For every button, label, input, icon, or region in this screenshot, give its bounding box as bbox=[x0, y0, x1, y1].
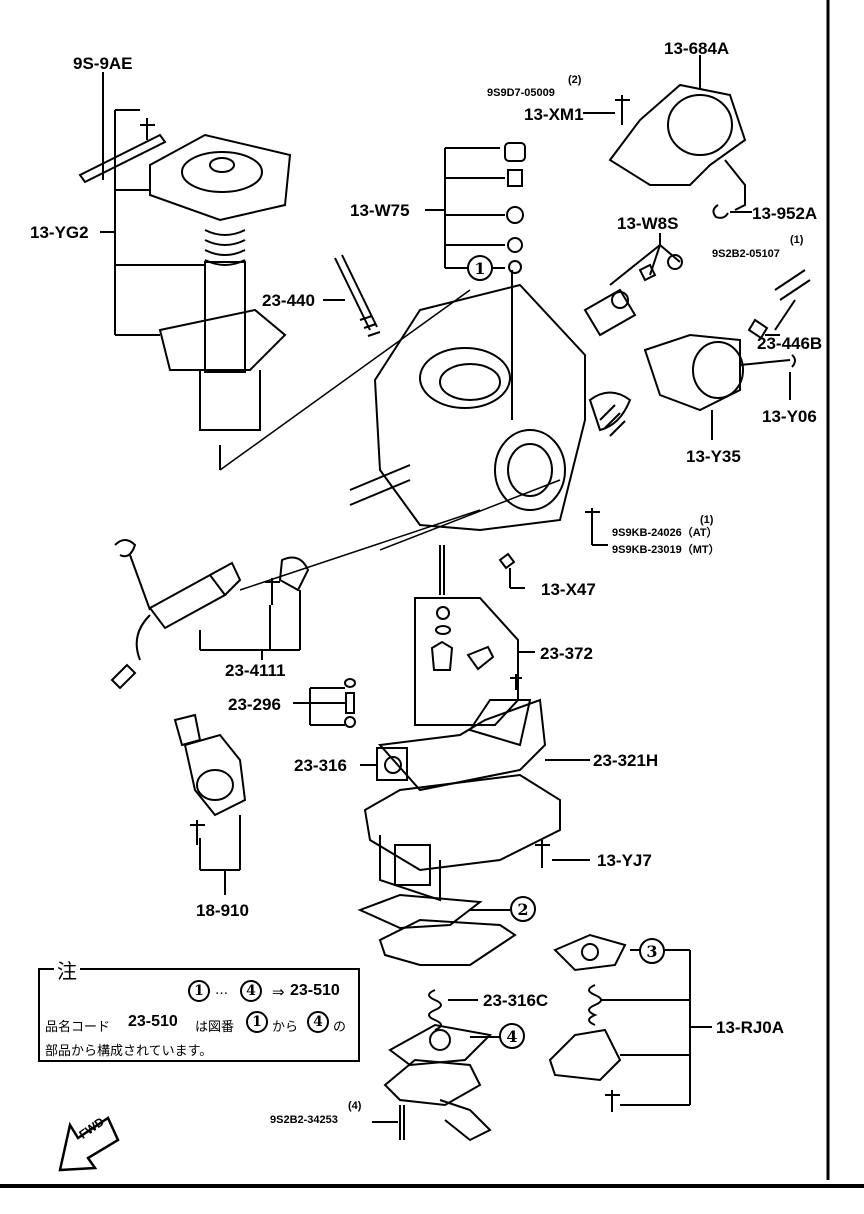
screw-9s9ae bbox=[140, 118, 155, 140]
note-circle-1: 1 bbox=[188, 980, 210, 1002]
label-13-952a: 13-952A bbox=[752, 204, 818, 223]
note-line2-d: の bbox=[333, 1020, 347, 1035]
callout-4: 4 bbox=[499, 1023, 525, 1049]
label-23-321h: 23-321H bbox=[593, 751, 659, 770]
note-line2-circle-1: 1 bbox=[246, 1011, 268, 1033]
label-9s2b2-05107: 9S2B2-05107 bbox=[712, 248, 780, 260]
note-line2-code: 23-510 bbox=[128, 1013, 178, 1030]
label-23-316: 23-316 bbox=[294, 756, 347, 775]
qty-9s9d7: (2) bbox=[568, 74, 582, 86]
label-13-w75: 13-W75 bbox=[350, 201, 410, 220]
label-18-910: 18-910 bbox=[196, 901, 249, 920]
lower-flange bbox=[158, 308, 287, 371]
label-9s9d7-05009: 9S9D7-05009 bbox=[487, 87, 555, 99]
label-9s9kb-mt: 9S9KB-23019（MT） bbox=[612, 544, 720, 556]
label-13-684a: 13-684A bbox=[664, 39, 730, 58]
label-13-w8s: 13-W8S bbox=[617, 214, 679, 233]
label-13-y06: 13-Y06 bbox=[762, 407, 817, 426]
note-arrow: ⇒ bbox=[272, 983, 285, 1001]
label-9s2b2-34253: 9S2B2-34253 bbox=[270, 1114, 338, 1126]
note-circle-4: 4 bbox=[240, 980, 262, 1002]
callout-3: 3 bbox=[639, 938, 665, 964]
label-23-372: 23-372 bbox=[540, 644, 593, 663]
label-13-xm1: 13-XM1 bbox=[524, 105, 584, 124]
note-line2-a: 品名コード bbox=[45, 1020, 111, 1035]
fwd-arrow bbox=[58, 1116, 120, 1172]
note-line3: 部品から構成されています。 bbox=[45, 1044, 213, 1059]
callout-2: 2 bbox=[510, 896, 536, 922]
label-9s-9ae: 9S-9AE bbox=[73, 54, 133, 73]
note-line2-b: は図番 bbox=[195, 1020, 235, 1035]
spring-bellows bbox=[204, 229, 246, 266]
callout-1: 1 bbox=[467, 255, 493, 281]
label-23-296: 23-296 bbox=[228, 695, 281, 714]
qty-9s2b2-34253: (4) bbox=[348, 1100, 362, 1112]
label-13-yg2: 13-YG2 bbox=[30, 223, 89, 242]
qty-9s9kb: (1) bbox=[700, 514, 714, 526]
note-title: 注 bbox=[54, 955, 80, 984]
label-23-440: 23-440 bbox=[262, 291, 315, 310]
air-horn-cover bbox=[149, 133, 292, 222]
label-9s9kb-at: 9S9KB-24026（AT） bbox=[612, 527, 718, 539]
note-line2-c: から bbox=[272, 1020, 299, 1035]
label-23-4111: 23-4111 bbox=[225, 661, 286, 680]
label-13-y35: 13-Y35 bbox=[686, 447, 741, 466]
label-23-446b: 23-446B bbox=[757, 334, 823, 353]
vacuum-diaphragm bbox=[608, 83, 747, 186]
carburetor-body bbox=[373, 283, 586, 532]
bracket-plate bbox=[78, 133, 167, 184]
note-dots: … bbox=[215, 983, 228, 998]
label-23-316c: 23-316C bbox=[483, 991, 549, 1010]
label-13-rj0a: 13-RJ0A bbox=[716, 1018, 785, 1037]
note-line2-circle-4: 4 bbox=[307, 1011, 329, 1033]
label-13-x47: 13-X47 bbox=[541, 580, 596, 599]
label-13-yj7: 13-YJ7 bbox=[597, 851, 652, 870]
note-target: 23-510 bbox=[290, 982, 340, 999]
qty-9s2b2-05107: (1) bbox=[790, 234, 804, 246]
note-box bbox=[38, 968, 360, 1062]
